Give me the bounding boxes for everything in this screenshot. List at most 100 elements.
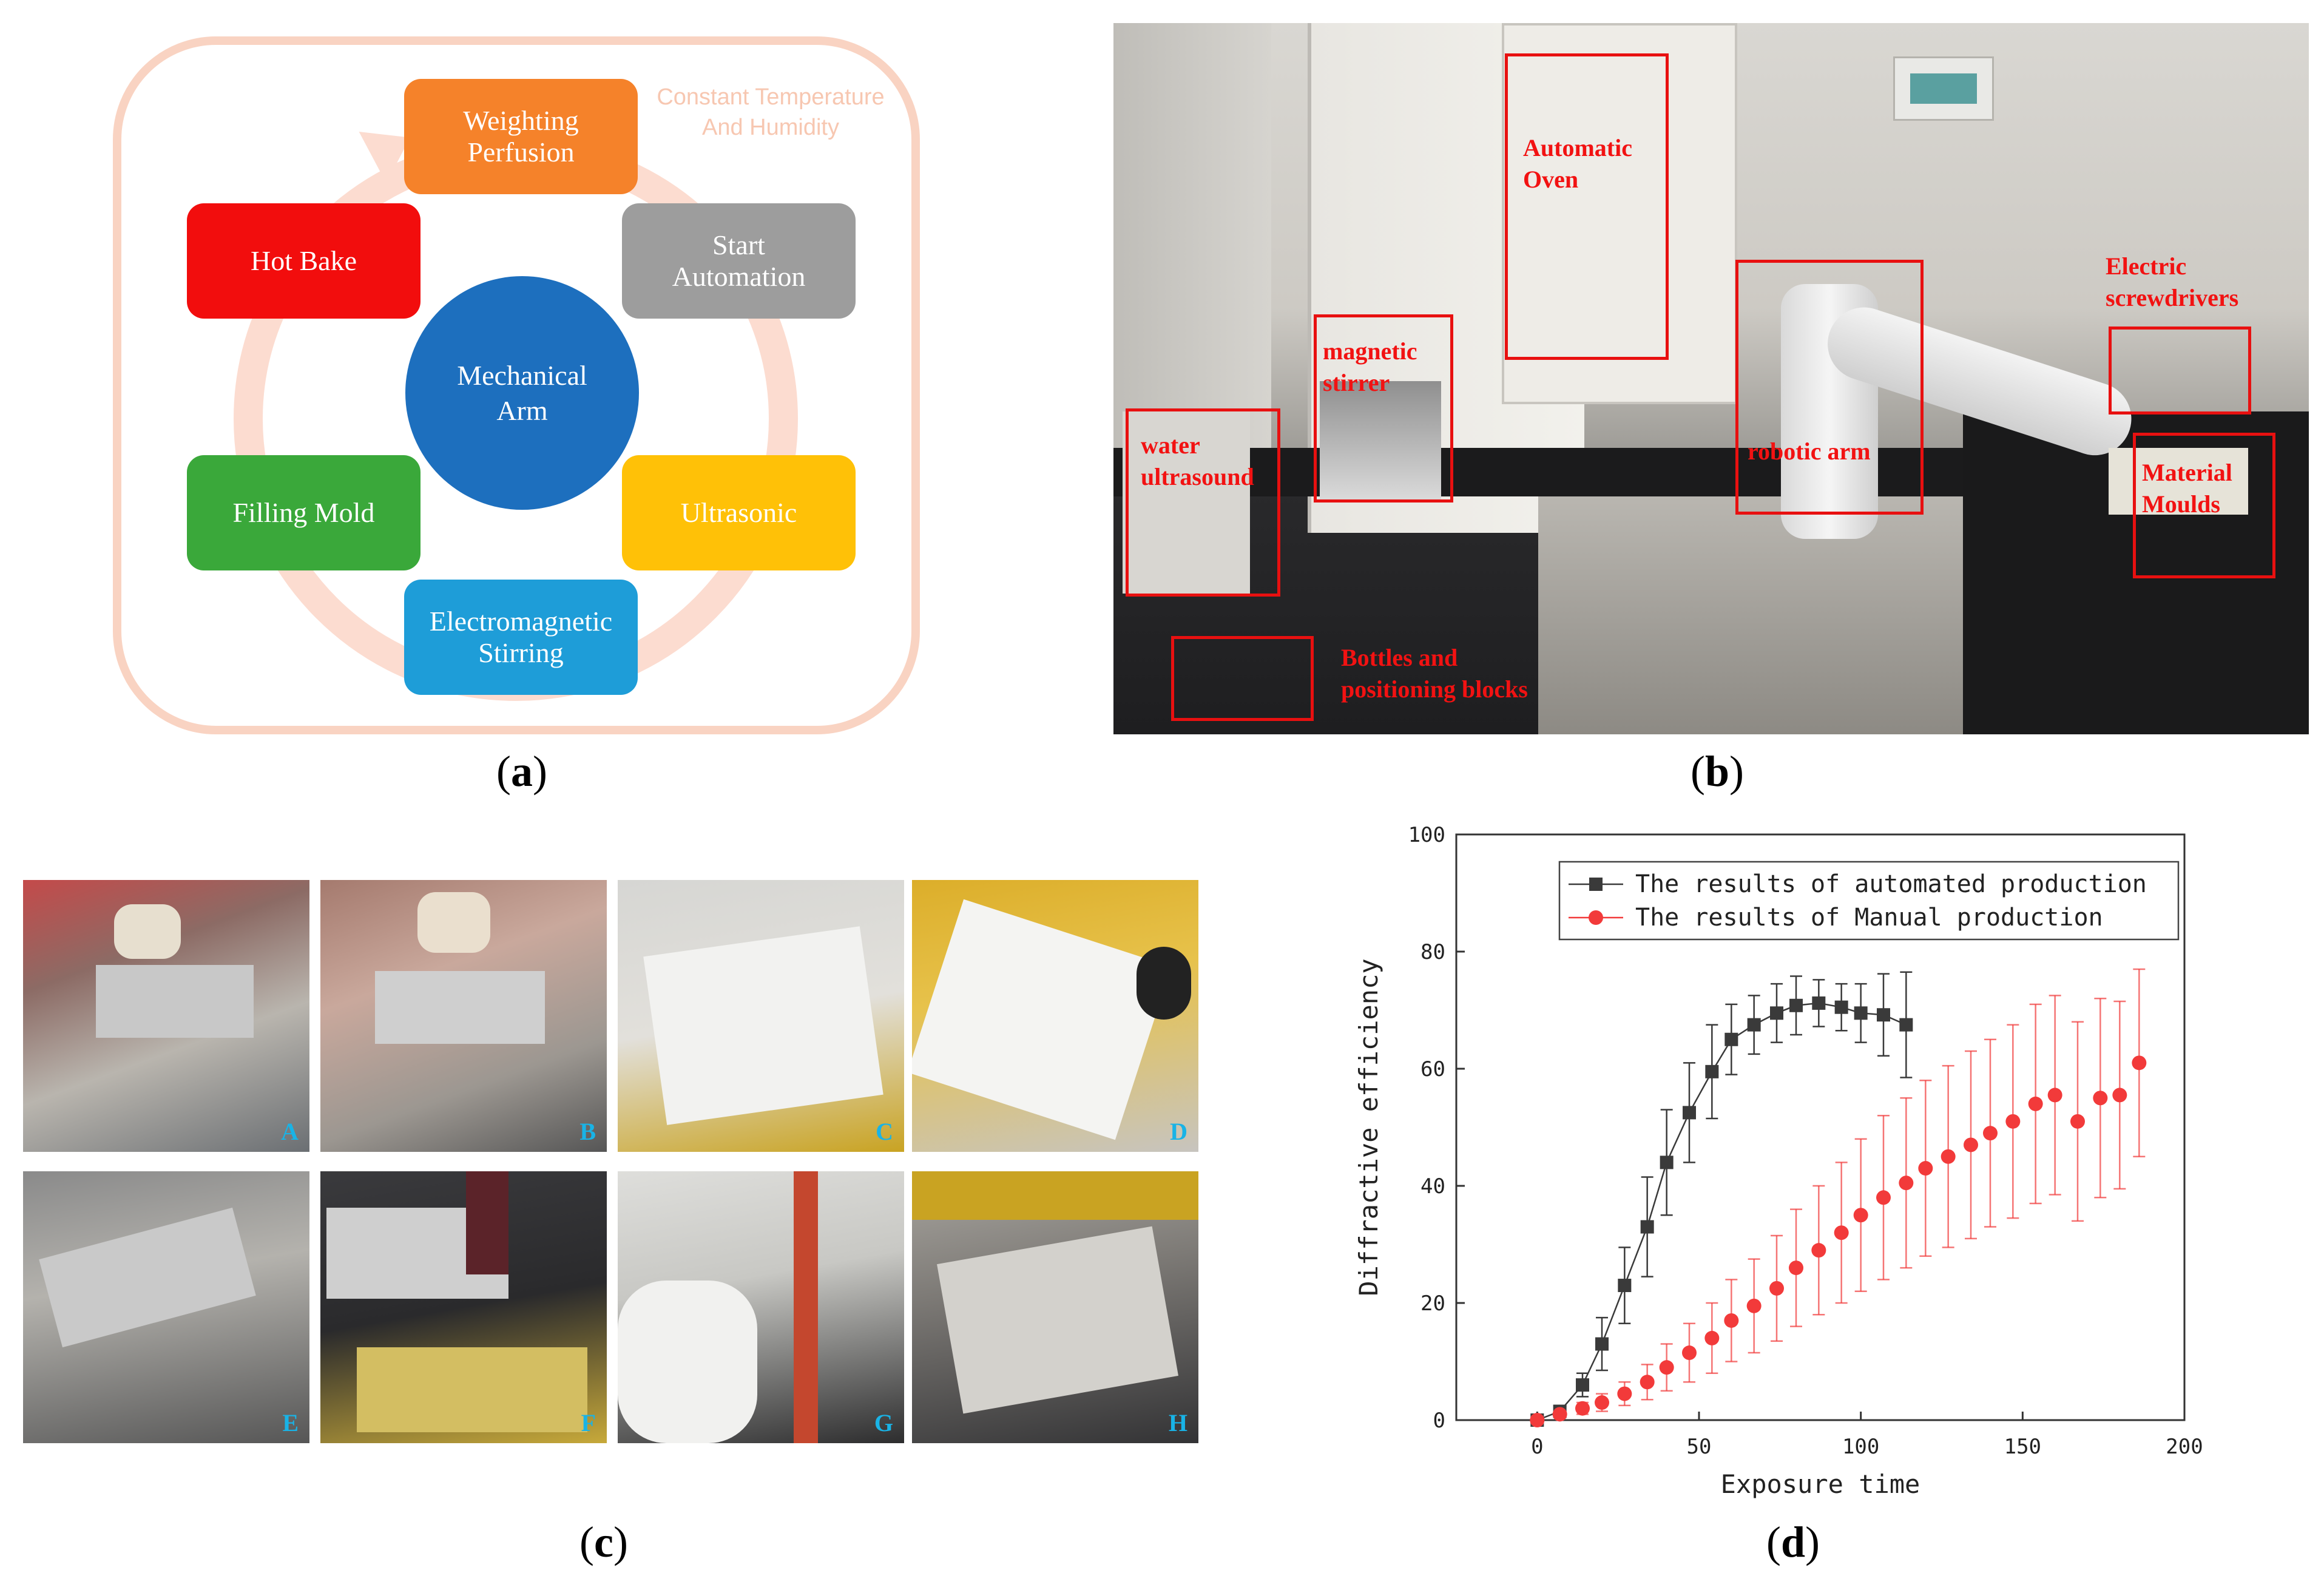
panel-label-a: (a) bbox=[496, 747, 547, 796]
legend-marker bbox=[1589, 878, 1603, 891]
data-point-manual bbox=[2112, 1088, 2127, 1103]
process-cycle-diagram: Constant Temperature And Humidity Weight… bbox=[109, 24, 941, 746]
data-point-manual bbox=[1769, 1281, 1784, 1296]
data-point-automated bbox=[1747, 1018, 1761, 1032]
data-point-automated bbox=[1724, 1032, 1738, 1046]
data-point-manual bbox=[1811, 1243, 1826, 1258]
photo-cell-h: H bbox=[912, 1171, 1198, 1443]
label-oven: Automatic Oven bbox=[1523, 134, 1632, 193]
label-screwdrivers: Electric screwdrivers bbox=[2106, 252, 2239, 311]
data-point-manual bbox=[1964, 1137, 1978, 1152]
data-point-manual bbox=[2093, 1091, 2108, 1106]
data-point-manual bbox=[1899, 1176, 1914, 1191]
data-point-automated bbox=[1576, 1378, 1589, 1392]
node-weighting-perfusion: Weighting Perfusion bbox=[404, 79, 638, 194]
data-point-automated bbox=[1640, 1220, 1654, 1234]
data-point-manual bbox=[1941, 1149, 1956, 1164]
lab-setup-photo: Automatic Oven magnetic stirrer water ul… bbox=[1113, 23, 2309, 734]
y-tick-label: 80 bbox=[1420, 940, 1445, 964]
data-point-manual bbox=[1853, 1208, 1868, 1223]
data-point-automated bbox=[1834, 1000, 1848, 1014]
panel-label-d: (d) bbox=[1766, 1518, 1820, 1566]
data-point-manual bbox=[1659, 1360, 1674, 1375]
y-tick-label: 20 bbox=[1420, 1291, 1445, 1316]
environment-frame bbox=[113, 36, 920, 734]
environment-label: Constant Temperature And Humidity bbox=[657, 84, 885, 140]
photo-cell-e: E bbox=[23, 1171, 309, 1443]
data-point-automated bbox=[1877, 1008, 1890, 1022]
node-hot-bake: Hot Bake bbox=[187, 203, 421, 319]
label-material-moulds: Material Moulds bbox=[2142, 459, 2232, 518]
data-point-automated bbox=[1618, 1279, 1632, 1293]
node-ultrasonic: Ultrasonic bbox=[622, 455, 856, 570]
photo-cell-c: C bbox=[618, 880, 904, 1152]
legend-label: The results of Manual production bbox=[1635, 904, 2103, 932]
photo-cell-a: A bbox=[23, 880, 309, 1152]
label-robotic-arm: robotic arm bbox=[1748, 438, 1871, 465]
y-tick-label: 60 bbox=[1420, 1057, 1445, 1081]
x-axis-title: Exposure time bbox=[1721, 1469, 1920, 1499]
node-start-automation: Start Automation bbox=[622, 203, 856, 319]
data-point-manual bbox=[1595, 1395, 1609, 1410]
data-point-manual bbox=[2047, 1088, 2062, 1103]
y-tick-label: 0 bbox=[1433, 1409, 1445, 1433]
data-point-automated bbox=[1683, 1106, 1696, 1120]
legend-box bbox=[1558, 861, 2180, 941]
x-tick-label: 0 bbox=[1531, 1435, 1543, 1459]
box-stirrer bbox=[1314, 314, 1453, 502]
x-tick-label: 150 bbox=[2004, 1435, 2041, 1459]
data-point-automated bbox=[1660, 1156, 1674, 1169]
data-point-manual bbox=[1983, 1126, 1998, 1141]
data-point-automated bbox=[1789, 998, 1803, 1012]
box-material-moulds bbox=[2133, 433, 2275, 578]
y-axis-title: Diffractive efficiency bbox=[1354, 958, 1383, 1296]
label-water-ultrasound: water ultrasound bbox=[1141, 431, 1254, 490]
data-point-manual bbox=[1704, 1330, 1720, 1345]
box-water-ultrasound bbox=[1126, 408, 1280, 597]
legend-label: The results of automated production bbox=[1635, 870, 2147, 898]
data-point-automated bbox=[1705, 1064, 1719, 1078]
data-point-automated bbox=[1854, 1006, 1868, 1020]
box-bottles bbox=[1171, 636, 1314, 721]
box-robotic-arm bbox=[1735, 260, 1924, 515]
data-point-manual bbox=[1724, 1313, 1739, 1328]
data-point-manual bbox=[2132, 1055, 2147, 1071]
photo-cell-d: D bbox=[912, 880, 1198, 1152]
y-tick-label: 100 bbox=[1408, 823, 1445, 847]
data-point-manual bbox=[1552, 1407, 1567, 1422]
x-tick-label: 200 bbox=[2166, 1435, 2203, 1459]
data-point-manual bbox=[1746, 1298, 1762, 1313]
photo-cell-b: B bbox=[320, 880, 607, 1152]
data-point-manual bbox=[1789, 1260, 1803, 1276]
center-mechanical-arm: Mechanical Arm bbox=[405, 276, 639, 510]
data-point-manual bbox=[2005, 1114, 2021, 1129]
data-point-manual bbox=[1834, 1225, 1849, 1240]
photo-cell-f: F bbox=[320, 1171, 607, 1443]
data-point-manual bbox=[1918, 1161, 1933, 1176]
data-point-automated bbox=[1770, 1006, 1783, 1020]
legend-marker bbox=[1589, 910, 1603, 925]
y-tick-label: 40 bbox=[1420, 1174, 1445, 1199]
data-point-manual bbox=[2028, 1096, 2043, 1111]
box-oven bbox=[1505, 53, 1669, 360]
label-bottles: Bottles and positioning blocks bbox=[1341, 644, 1528, 703]
box-screwdrivers bbox=[2109, 327, 2251, 415]
data-point-manual bbox=[1575, 1401, 1590, 1416]
data-point-automated bbox=[1899, 1018, 1913, 1032]
ultrasound-image bbox=[1123, 411, 1250, 594]
data-point-manual bbox=[1640, 1375, 1655, 1390]
label-stirrer: magnetic stirrer bbox=[1323, 337, 1417, 396]
node-electromagnetic-stirring: Electromagnetic Stirring bbox=[404, 580, 638, 695]
mould-image bbox=[2109, 448, 2248, 515]
series-line bbox=[1536, 1002, 1907, 1421]
data-point-manual bbox=[1530, 1413, 1545, 1427]
panel-label-b: (b) bbox=[1690, 747, 1744, 796]
data-point-automated bbox=[1812, 996, 1826, 1010]
data-point-manual bbox=[1682, 1345, 1697, 1361]
data-point-manual bbox=[1617, 1386, 1632, 1401]
data-point-manual bbox=[1876, 1190, 1891, 1205]
oven-image bbox=[1502, 23, 1737, 404]
wall-display-image bbox=[1893, 56, 1994, 121]
